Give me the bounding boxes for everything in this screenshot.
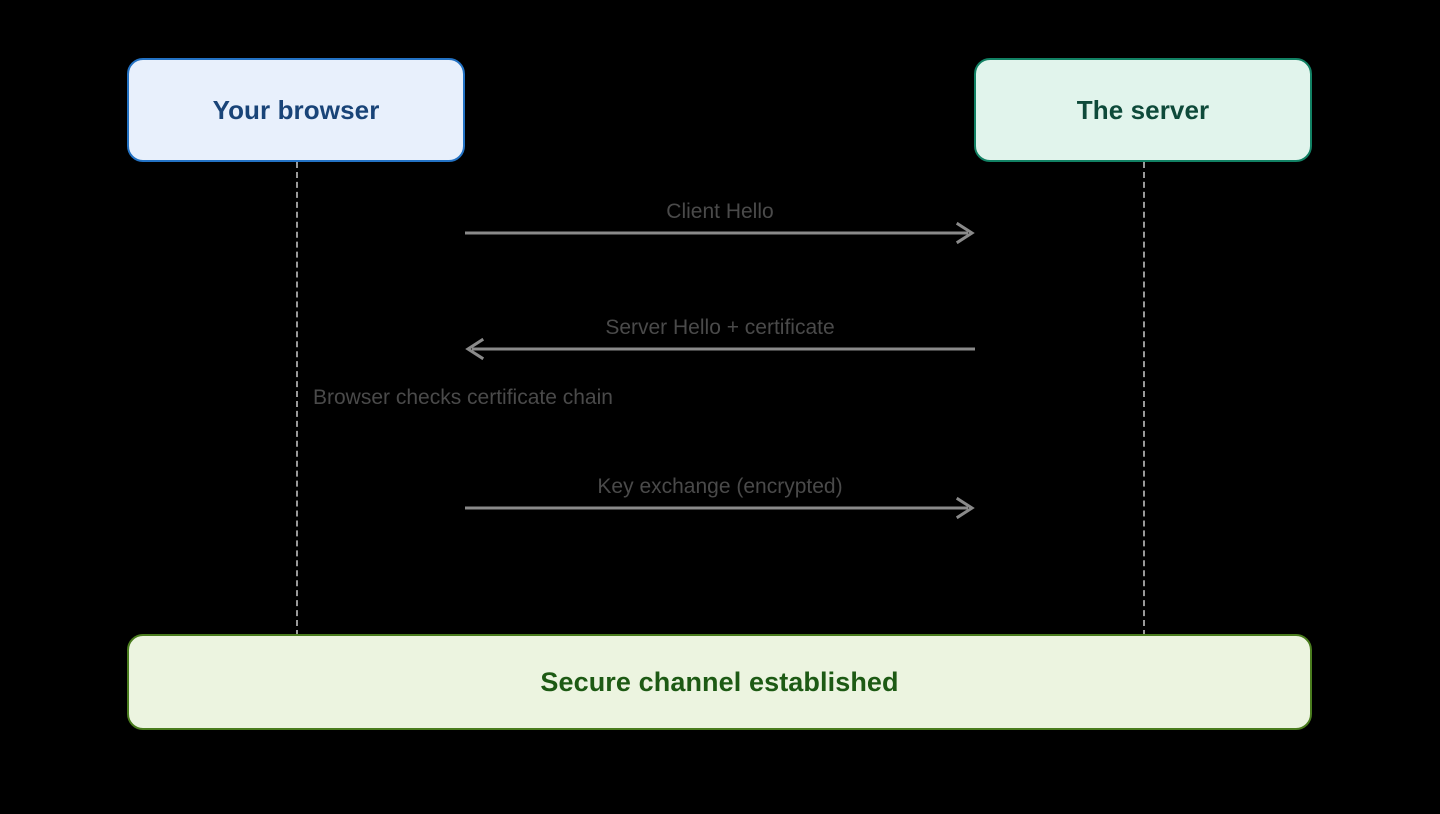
lifeline-browser bbox=[296, 162, 298, 636]
message-label-client-hello: Client Hello bbox=[666, 200, 774, 223]
message-note-browser-checks-certificate-chain: Browser checks certificate chain bbox=[313, 386, 613, 409]
arrow-client-hello bbox=[465, 221, 975, 245]
arrow-key-exchange bbox=[465, 496, 975, 520]
lifeline-server bbox=[1143, 162, 1145, 636]
status-banner-secure-channel: Secure channel established bbox=[127, 634, 1312, 730]
participant-label-browser: Your browser bbox=[212, 94, 380, 125]
participant-box-server[interactable]: The server bbox=[974, 58, 1312, 162]
arrow-server-hello-certificate bbox=[465, 337, 975, 361]
message-label-key-exchange: Key exchange (encrypted) bbox=[597, 475, 843, 498]
participant-box-browser[interactable]: Your browser bbox=[127, 58, 465, 162]
message-label-server-hello-certificate: Server Hello + certificate bbox=[605, 316, 835, 339]
status-banner-label: Secure channel established bbox=[540, 666, 899, 697]
participant-label-server: The server bbox=[1076, 94, 1210, 125]
